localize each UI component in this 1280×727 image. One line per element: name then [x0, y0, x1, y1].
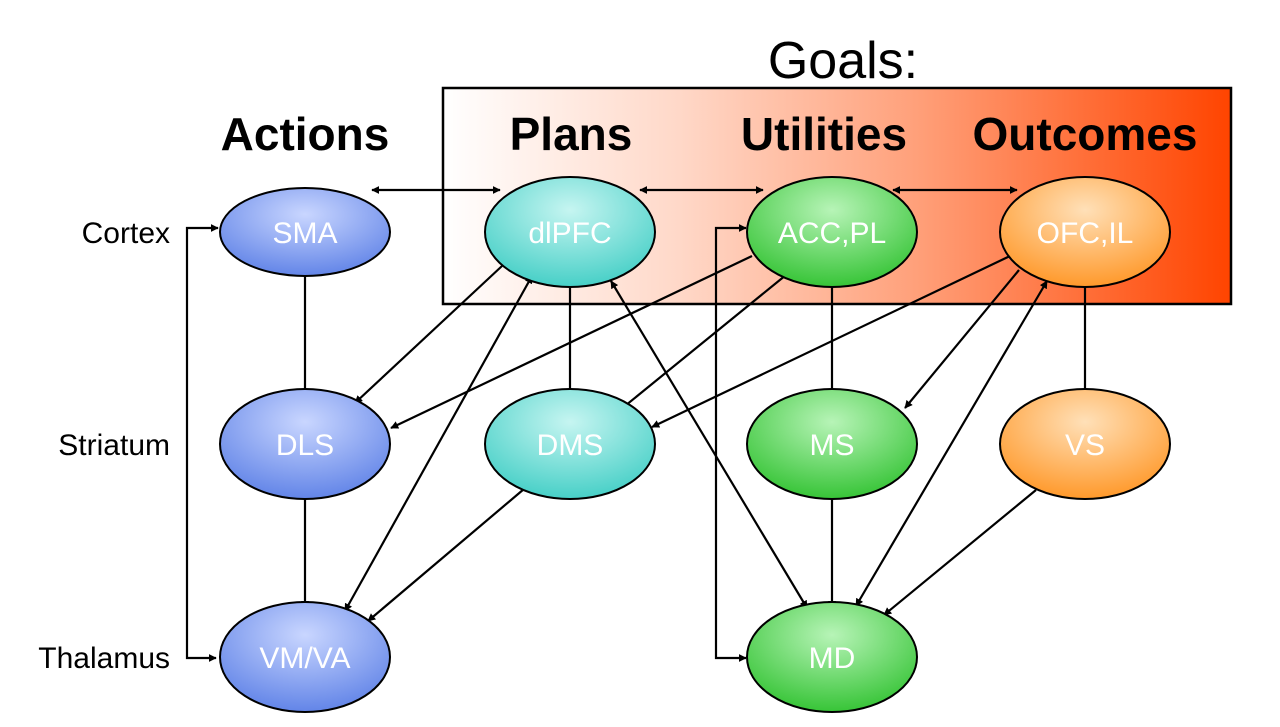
- node-md: MD: [746, 601, 918, 713]
- row-label-thalamus: Thalamus: [38, 642, 170, 675]
- header-plans: Plans: [510, 108, 633, 160]
- edge-md-ofc: [855, 280, 1048, 607]
- edge-vs-md: [883, 489, 1037, 616]
- node-label-vs: VS: [1065, 429, 1105, 462]
- node-label-dlpfc: dlPFC: [528, 217, 611, 250]
- edge-vmva-dlpfc: [344, 275, 533, 612]
- node-label-dms: DMS: [537, 429, 604, 462]
- row-label-cortex: Cortex: [82, 217, 170, 250]
- node-label-dls: DLS: [276, 429, 334, 462]
- header-outcomes: Outcomes: [973, 108, 1198, 160]
- edge-vmva-sma-loop: [185, 224, 219, 662]
- node-label-sma: SMA: [272, 217, 337, 250]
- goals-title: Goals:: [768, 32, 918, 90]
- header-actions: Actions: [221, 108, 390, 160]
- node-dls: DLS: [219, 388, 391, 500]
- edge-md-dlpfc: [610, 280, 808, 609]
- header-utilities: Utilities: [741, 108, 907, 160]
- node-vm-va: VM/VA: [219, 601, 391, 713]
- node-sma: SMA: [219, 187, 391, 277]
- node-dms: DMS: [484, 388, 656, 500]
- row-label-striatum: Striatum: [58, 429, 170, 462]
- node-label-acc-pl: ACC,PL: [778, 217, 886, 250]
- node-label-vm-va: VM/VA: [259, 642, 350, 675]
- edge-dms-vmva: [367, 488, 525, 622]
- node-acc-pl: ACC,PL: [746, 176, 918, 288]
- node-ms: MS: [746, 388, 918, 500]
- node-label-ms: MS: [810, 429, 855, 462]
- node-vs: VS: [999, 388, 1171, 500]
- edge-dlpfc-dls: [354, 265, 503, 404]
- node-label-md: MD: [809, 642, 856, 675]
- node-dlpfc: dlPFC: [484, 176, 656, 288]
- edges: [185, 186, 1089, 662]
- node-ofc-il: OFC,IL: [999, 176, 1171, 288]
- edge-md-acc-loop: [714, 224, 747, 662]
- node-label-ofc-il: OFC,IL: [1037, 217, 1134, 250]
